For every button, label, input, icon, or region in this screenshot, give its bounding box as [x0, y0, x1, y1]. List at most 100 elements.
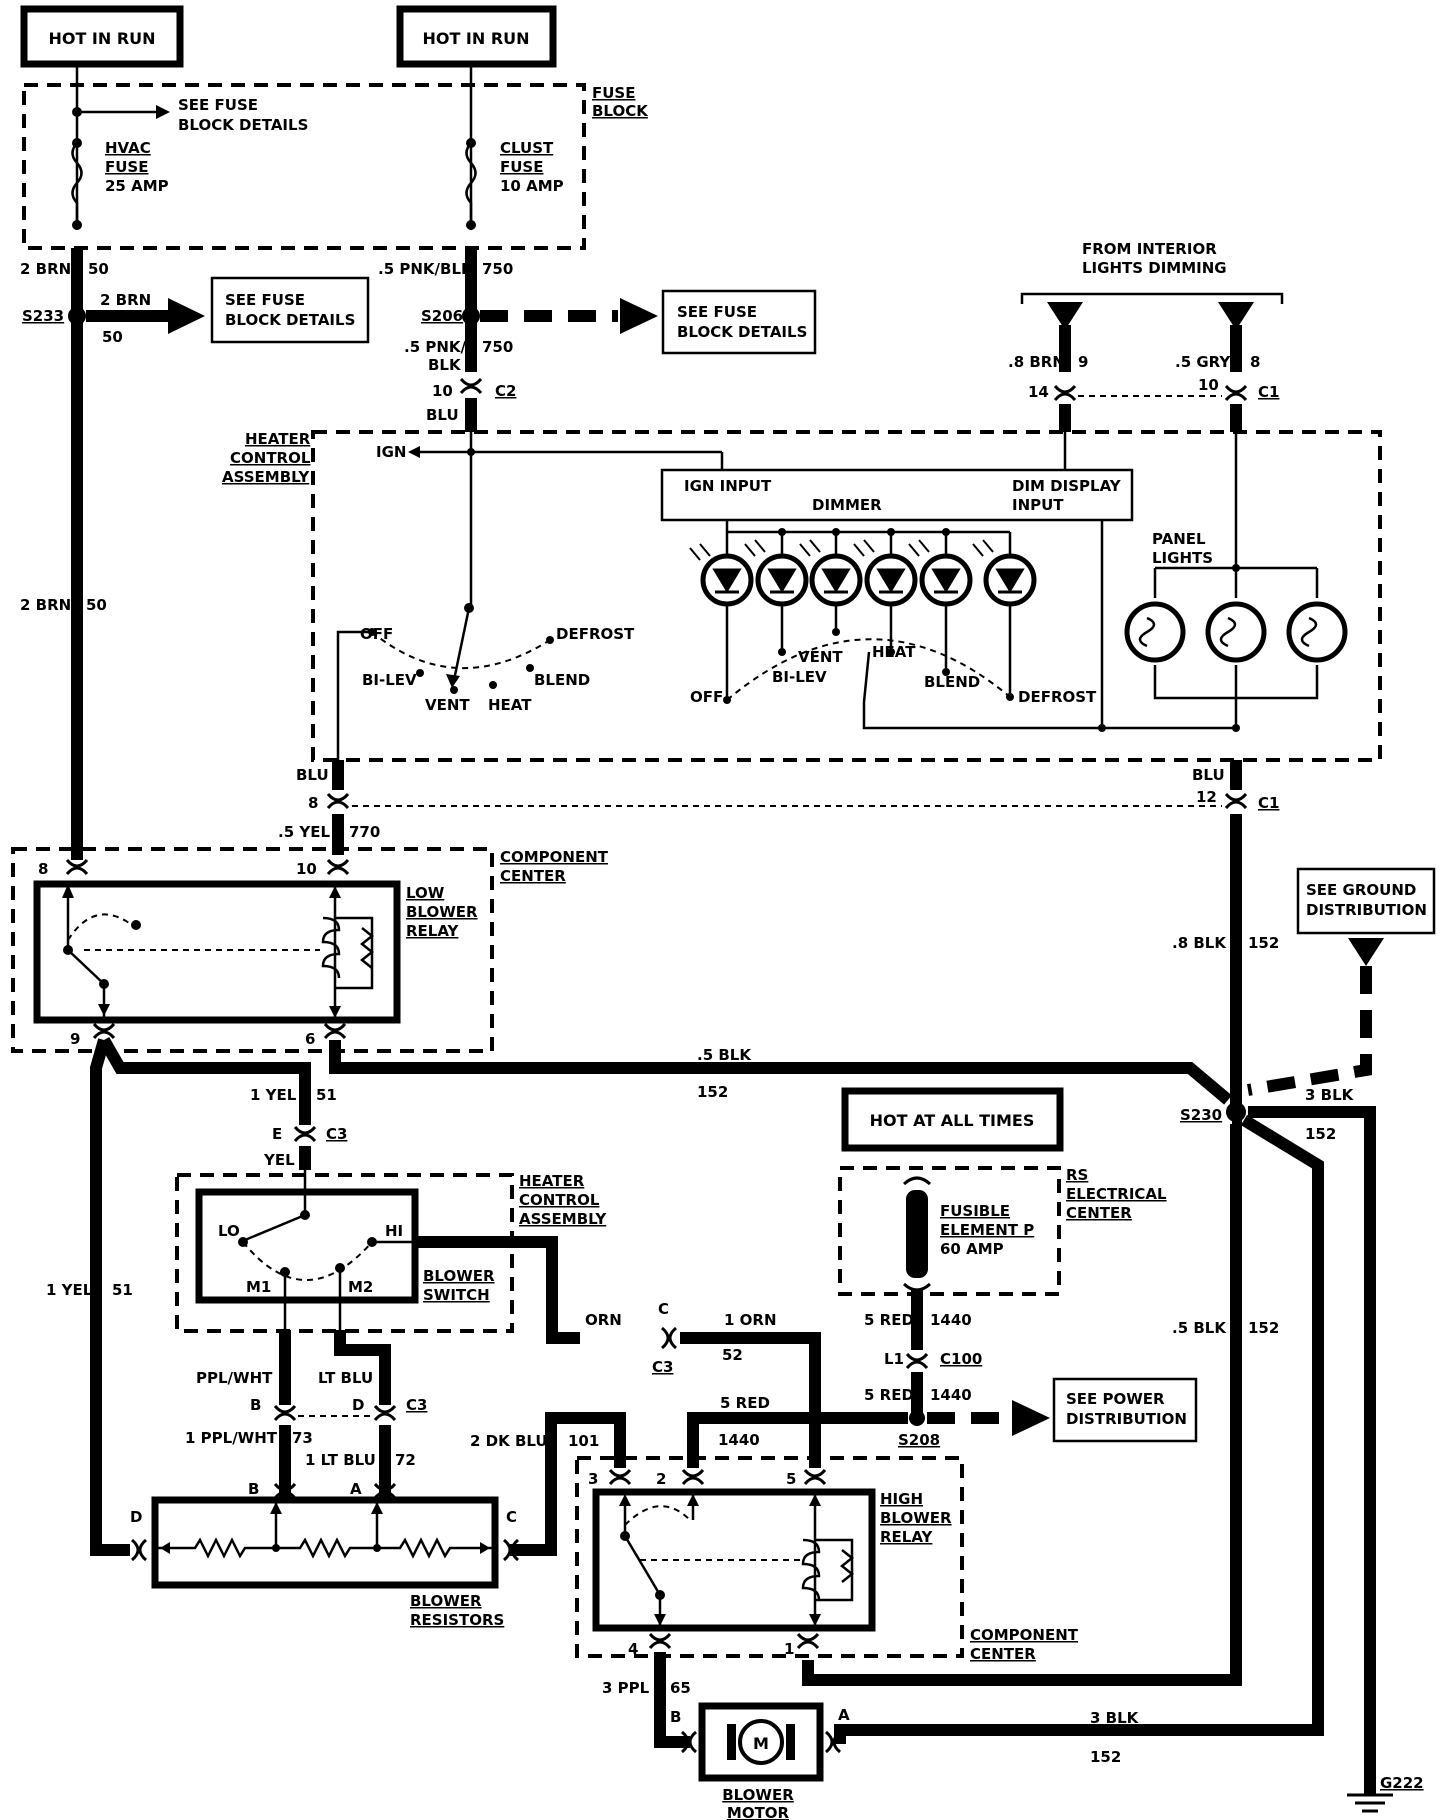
see-power-distribution-box	[1052, 1377, 1198, 1443]
svg-text:50: 50	[102, 328, 123, 346]
svg-text:FUSE: FUSE	[105, 158, 148, 176]
svg-text:5: 5	[786, 1470, 796, 1488]
svg-text:C: C	[658, 1300, 669, 1318]
svg-text:LO: LO	[218, 1222, 240, 1240]
svg-text:A: A	[350, 1480, 362, 1498]
svg-text:C1: C1	[1258, 794, 1279, 812]
wire-2dkblu-101	[510, 1412, 626, 1556]
svg-text:YEL: YEL	[263, 1151, 295, 1169]
component-center-label: COMPONENT	[500, 848, 609, 866]
wire-3blk-to-g222	[1248, 1106, 1376, 1795]
heater-control-2-label: HEATER	[519, 1172, 585, 1190]
heater-control-assembly-area	[311, 430, 1382, 762]
svg-text:9: 9	[70, 1030, 80, 1048]
svg-text:52: 52	[722, 1346, 743, 1364]
panel-lamp-icons	[1124, 601, 1348, 663]
svg-text:1 ORN: 1 ORN	[724, 1311, 777, 1329]
svg-text:CENTER: CENTER	[970, 1645, 1036, 1663]
svg-text:RESISTORS: RESISTORS	[410, 1611, 504, 1629]
splice-s233	[68, 307, 86, 325]
svg-text:SEE POWER: SEE POWER	[1066, 1390, 1165, 1408]
svg-text:C3: C3	[652, 1358, 673, 1376]
svg-text:25 AMP: 25 AMP	[105, 177, 169, 195]
hot-in-run-box-2: HOT IN RUN	[396, 5, 557, 68]
dimmer-module	[660, 468, 1134, 522]
svg-text:1 PPL/WHT: 1 PPL/WHT	[185, 1429, 278, 1447]
svg-text:HIGH: HIGH	[880, 1490, 923, 1508]
svg-text:HEAT: HEAT	[872, 643, 916, 661]
ground-icon	[1347, 1793, 1393, 1813]
svg-text:BLOWER: BLOWER	[423, 1267, 495, 1285]
svg-text:10: 10	[296, 860, 317, 878]
svg-text:72: 72	[395, 1451, 416, 1469]
svg-text:D: D	[352, 1396, 364, 1414]
splice-s208	[909, 1410, 925, 1426]
svg-text:LIGHTS: LIGHTS	[1152, 549, 1213, 567]
svg-text:VENT: VENT	[425, 696, 470, 714]
svg-text:S208: S208	[898, 1431, 940, 1449]
svg-text:1 LT BLU: 1 LT BLU	[305, 1451, 376, 1469]
svg-text:DEFROST: DEFROST	[1018, 688, 1097, 706]
svg-text:IGN: IGN	[376, 443, 406, 461]
svg-text:8: 8	[38, 860, 48, 878]
bracket	[1020, 292, 1284, 304]
svg-text:C3: C3	[326, 1125, 347, 1143]
svg-text:ELECTRICAL: ELECTRICAL	[1066, 1185, 1167, 1203]
svg-text:BI-LEV: BI-LEV	[772, 668, 827, 686]
svg-text:A: A	[838, 1706, 850, 1724]
svg-text:CENTER: CENTER	[500, 867, 566, 885]
svg-text:8: 8	[308, 794, 318, 812]
svg-text:SEE GROUND: SEE GROUND	[1306, 881, 1416, 899]
svg-text:3 BLK: 3 BLK	[1305, 1086, 1355, 1104]
svg-text:LIGHTS DIMMING: LIGHTS DIMMING	[1082, 259, 1227, 277]
svg-text:.8 BLK: .8 BLK	[1172, 934, 1227, 952]
wire-5red-1440	[687, 1412, 908, 1468]
svg-text:CONTROL: CONTROL	[230, 449, 311, 467]
svg-text:1: 1	[784, 1640, 794, 1658]
splice-s206	[462, 307, 480, 325]
svg-text:10: 10	[432, 382, 453, 400]
svg-text:6: 6	[305, 1030, 315, 1048]
connector-c2-pin10	[459, 377, 483, 395]
svg-text:INPUT: INPUT	[1012, 496, 1064, 514]
svg-text:C100: C100	[940, 1350, 982, 1368]
resistor-coil-icon	[155, 1537, 495, 1559]
svg-text:10 AMP: 10 AMP	[500, 177, 564, 195]
svg-text:BI-LEV: BI-LEV	[362, 671, 417, 689]
svg-text:PPL/WHT: PPL/WHT	[196, 1369, 273, 1387]
svg-text:51: 51	[112, 1281, 133, 1299]
svg-text:152: 152	[1090, 1748, 1121, 1766]
svg-text:C: C	[506, 1508, 517, 1526]
svg-text:HEAT: HEAT	[488, 696, 532, 714]
svg-text:DIMMER: DIMMER	[812, 496, 882, 514]
svg-text:M2: M2	[348, 1278, 373, 1296]
svg-text:MOTOR: MOTOR	[727, 1804, 790, 1820]
source-arrow-icon	[1047, 302, 1083, 330]
svg-text:770: 770	[349, 823, 380, 841]
wire-3blk-to-motor	[834, 1114, 1324, 1744]
wire-1orn-52	[680, 1332, 821, 1468]
svg-text:9: 9	[1078, 353, 1088, 371]
svg-text:B: B	[248, 1480, 259, 1498]
component-center-area	[11, 847, 494, 1053]
svg-text:10: 10	[1198, 376, 1219, 394]
rs-electrical-center-area	[838, 1166, 1061, 1296]
svg-text:COMPONENT: COMPONENT	[970, 1626, 1079, 1644]
wire-3ppl-65	[654, 1652, 690, 1748]
ground-g222-label: G222	[1380, 1774, 1424, 1792]
svg-text:CENTER: CENTER	[1066, 1204, 1132, 1222]
svg-text:8: 8	[1250, 353, 1260, 371]
hot-at-all-times-box	[841, 1087, 1064, 1152]
svg-text:2 BRN: 2 BRN	[20, 260, 71, 278]
svg-text:ELEMENT P: ELEMENT P	[940, 1221, 1034, 1239]
svg-text:IGN INPUT: IGN INPUT	[684, 477, 772, 495]
svg-text:BLOCK DETAILS: BLOCK DETAILS	[178, 116, 308, 134]
svg-text:.5 YEL: .5 YEL	[278, 823, 330, 841]
heater-control-assembly-2-area	[175, 1173, 514, 1333]
svg-text:B: B	[250, 1396, 261, 1414]
svg-text:750: 750	[482, 260, 513, 278]
svg-text:FUSE: FUSE	[500, 158, 543, 176]
svg-text:M: M	[753, 1734, 769, 1753]
motor-icon	[738, 1719, 784, 1765]
